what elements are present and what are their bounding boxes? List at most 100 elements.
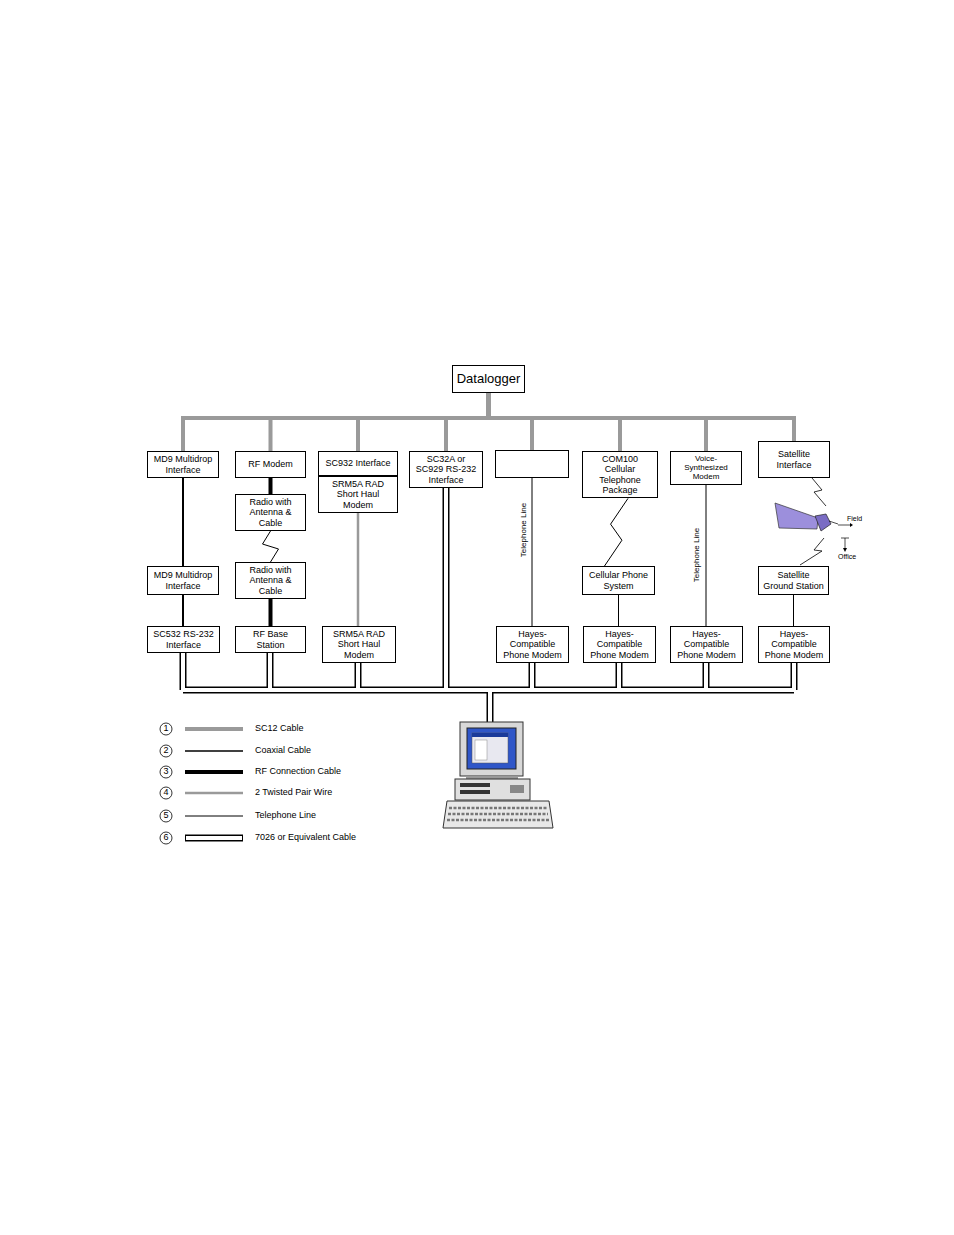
box-label: Cellular Phone System	[586, 570, 651, 591]
office-arrow-tick	[841, 538, 849, 539]
cable-connector	[263, 531, 279, 562]
box-label: Radio with Antenna & Cable	[239, 497, 302, 528]
legend-samples	[160, 723, 243, 844]
legend-entry: Coaxial Cable	[255, 746, 311, 756]
satellite-illustration	[775, 478, 853, 565]
device-box: Satellite Ground Station	[758, 566, 829, 595]
device-box: RF Modem	[235, 451, 306, 478]
box-label: SC32A or SC929 RS-232 Interface	[413, 454, 479, 485]
empty-interface-box	[496, 451, 569, 478]
callout-circle	[160, 787, 172, 799]
callout-circle	[160, 745, 172, 757]
system-unit	[455, 779, 530, 800]
callout-number: 2	[163, 746, 168, 756]
cable-connector	[618, 595, 619, 626]
device-box: SC532 RS-232 Interface	[147, 626, 220, 653]
device-box: SRM5A RAD Short Haul Modem	[318, 476, 398, 513]
cable-inner	[183, 477, 794, 723]
box-label: Hayes-Compatible Phone Modem	[762, 629, 826, 660]
box-label: COM100 Cellular Telephone Package	[586, 454, 654, 495]
window-titlebar	[472, 733, 508, 737]
legend-entry: SC12 Cable	[255, 724, 304, 734]
box-label: RF Modem	[248, 459, 293, 469]
device-box: Cellular Phone System	[582, 566, 655, 595]
device-box: Hayes-Compatible Phone Modem	[670, 626, 743, 663]
device-box: Hayes-Compatible Phone Modem	[758, 626, 830, 663]
satellite-uplink	[812, 478, 826, 506]
legend-line-sample	[185, 750, 243, 752]
cable-connector	[182, 478, 184, 566]
keyboard	[443, 801, 553, 828]
direction-label: Office	[838, 553, 856, 561]
box-label: SRM5A RAD Short Haul Modem	[322, 479, 394, 510]
device-box: Radio with Antenna & Cable	[235, 494, 306, 531]
legend-entry: 7026 or Equivalent Cable	[255, 833, 356, 843]
callout-circle	[160, 766, 172, 778]
callout-circle	[160, 723, 172, 735]
cable-connector	[793, 595, 794, 626]
callout-number: 3	[163, 767, 168, 777]
screen-window	[472, 733, 508, 763]
legend-line-sample	[185, 770, 243, 774]
device-box: Voice-Synthesized Modem	[670, 451, 742, 485]
direction-label: Field	[847, 515, 862, 523]
legend-line-sample	[185, 792, 243, 795]
legend-entry: RF Connection Cable	[255, 767, 341, 777]
cable-connector	[605, 498, 629, 566]
window-pane	[475, 740, 487, 760]
line-label: Telephone Line	[520, 503, 529, 557]
device-box: MD9 Multidrop Interface	[147, 566, 219, 595]
satellite-downlink	[800, 538, 824, 565]
sc12-cable	[446, 393, 489, 451]
device-box: MD9 Multidrop Interface	[147, 451, 219, 478]
telephone-line	[532, 478, 533, 626]
callout-number: 1	[163, 724, 168, 734]
callout-number: 6	[163, 833, 168, 843]
monitor	[460, 722, 523, 776]
device-box: Hayes-Compatible Phone Modem	[583, 626, 656, 663]
device-box: SC32A or SC929 RS-232 Interface	[409, 451, 483, 488]
box-label: Datalogger	[457, 372, 521, 387]
legend-entry: Telephone Line	[255, 811, 316, 821]
cable-connector	[706, 485, 707, 626]
device-box: Satellite Interface	[758, 441, 830, 478]
sc12-cable	[489, 393, 621, 451]
box-label: Satellite Ground Station	[762, 570, 825, 591]
sc12-cable	[489, 393, 795, 441]
device-box: Radio with Antenna & Cable	[235, 562, 306, 599]
monitor-screen	[467, 728, 516, 769]
legend-line-sample	[185, 816, 243, 817]
cable-connector	[357, 513, 360, 626]
cable-outer	[183, 477, 794, 723]
legend-line-sample	[185, 727, 243, 731]
cable-connector	[269, 478, 273, 494]
sc12-branch	[530, 418, 534, 450]
cable-7026-bus	[183, 477, 794, 723]
satellite-antenna	[829, 521, 838, 524]
legend-line-sample	[185, 835, 243, 842]
drive-bay	[460, 790, 490, 794]
field-arrowhead	[850, 523, 853, 527]
device-box: SRM5A RAD Short Haul Modem	[322, 626, 396, 663]
datalogger-box: Datalogger	[452, 365, 525, 393]
box-label: MD9 Multidrop Interface	[151, 570, 215, 591]
legend-line-sample-inner	[186, 836, 242, 840]
sc12-cable	[183, 393, 489, 451]
drive-bay	[460, 783, 490, 787]
cable-connector	[182, 595, 184, 626]
box-label: Hayes-Compatible Phone Modem	[587, 629, 652, 660]
box-label: MD9 Multidrop Interface	[151, 454, 215, 475]
box-label: SC932 Interface	[325, 458, 390, 468]
device-box: RF Base Station	[235, 626, 306, 653]
callout-number: 5	[163, 811, 168, 821]
box-label: Hayes-Compatible Phone Modem	[500, 629, 565, 660]
box-label: Radio with Antenna & Cable	[239, 565, 302, 596]
office-arrowhead	[843, 548, 847, 552]
sc12-cable	[489, 393, 707, 451]
box-label: Satellite Interface	[762, 449, 826, 470]
satellite-beam	[775, 503, 818, 529]
sc12-cable	[358, 393, 489, 451]
